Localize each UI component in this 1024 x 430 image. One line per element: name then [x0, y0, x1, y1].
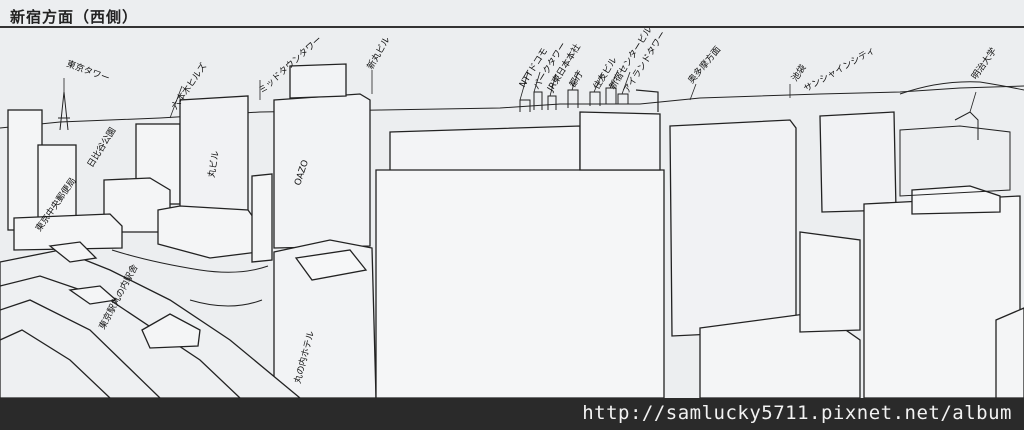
label-okutama: 奥多摩方面 — [685, 44, 723, 86]
watermark-bar — [0, 398, 1024, 430]
panorama-sketch: 東京タワー 六本木ヒルズ ミッドタウンタワー 新丸ビル NTTドコモ パークタワ… — [0, 24, 1024, 398]
label-tocho: 都庁 — [566, 68, 586, 90]
page-title: 新宿方面（西側） — [10, 8, 139, 26]
label-hibiya-park: 日比谷公園 — [84, 125, 118, 170]
label-meiji-univ: 明治大学 — [969, 45, 999, 81]
label-sunshine: サンシャインシティ — [802, 45, 877, 95]
label-tokyo-tower: 東京タワー — [65, 58, 111, 85]
label-ikebukuro: 池袋 — [789, 62, 809, 84]
title-rule — [0, 26, 1024, 28]
watermark-url: http://samlucky5711.pixnet.net/album — [582, 402, 1012, 424]
label-shin-maru: 新丸ビル — [364, 34, 392, 71]
